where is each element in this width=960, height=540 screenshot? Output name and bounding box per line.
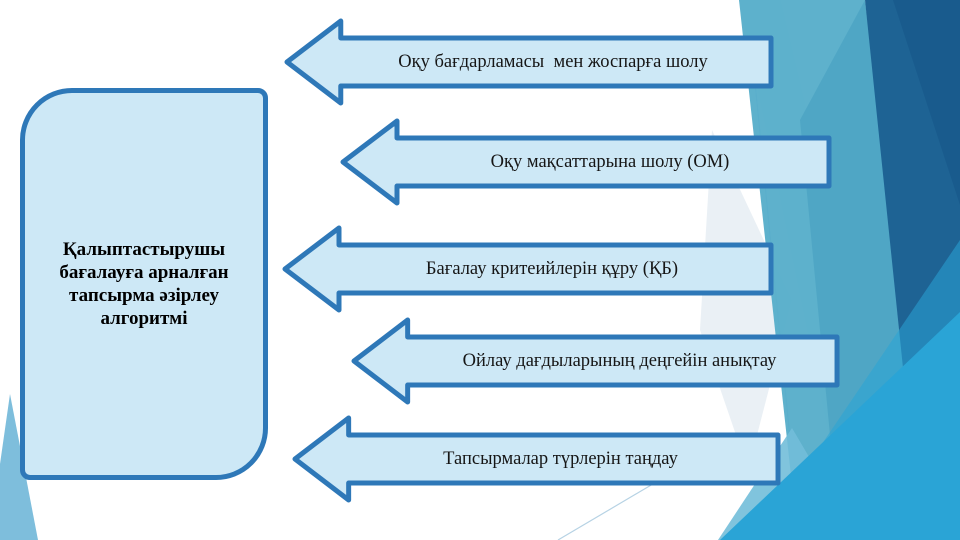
left-arrow-shape xyxy=(292,415,781,503)
step-label-3: Бағалау критеийлерін құру (ҚБ) xyxy=(425,258,679,279)
left-arrow-icon xyxy=(351,317,840,405)
step-label-4: Ойлау дағдыларының деңгейін анықтау xyxy=(462,350,777,371)
algorithm-panel: Қалыптастырушы бағалауға арналған тапсыр… xyxy=(20,88,268,480)
panel-title: Қалыптастырушы бағалауға арналған тапсыр… xyxy=(59,238,229,330)
left-arrow-icon xyxy=(282,225,774,313)
left-arrow-shape xyxy=(340,118,832,206)
step-arrow-3: Бағалау критеийлерін құру (ҚБ) xyxy=(282,224,774,314)
step-label-5: Тапсырмалар түрлерін таңдау xyxy=(443,448,678,469)
left-arrow-shape xyxy=(284,18,774,106)
step-label-2: Оқу мақсаттарына шолу (ОМ) xyxy=(490,151,730,172)
step-arrow-4: Ойлау дағдыларының деңгейін анықтау xyxy=(351,316,840,406)
left-arrow-shape xyxy=(351,317,840,405)
step-arrow-2: Оқу мақсаттарына шолу (ОМ) xyxy=(340,117,832,207)
step-arrow-5: Тапсырмалар түрлерін таңдау xyxy=(292,414,781,504)
facet-darker-triangle xyxy=(893,0,960,205)
facet-bottom-left-wedge xyxy=(0,394,38,540)
left-arrow-icon xyxy=(292,415,781,503)
left-arrow-shape xyxy=(282,225,774,313)
step-arrow-1: Оқу бағдарламасы мен жоспарға шолу xyxy=(284,17,774,107)
step-label-1: Оқу бағдарламасы мен жоспарға шолу xyxy=(398,51,708,72)
left-arrow-icon xyxy=(284,18,774,106)
left-arrow-icon xyxy=(340,118,832,206)
